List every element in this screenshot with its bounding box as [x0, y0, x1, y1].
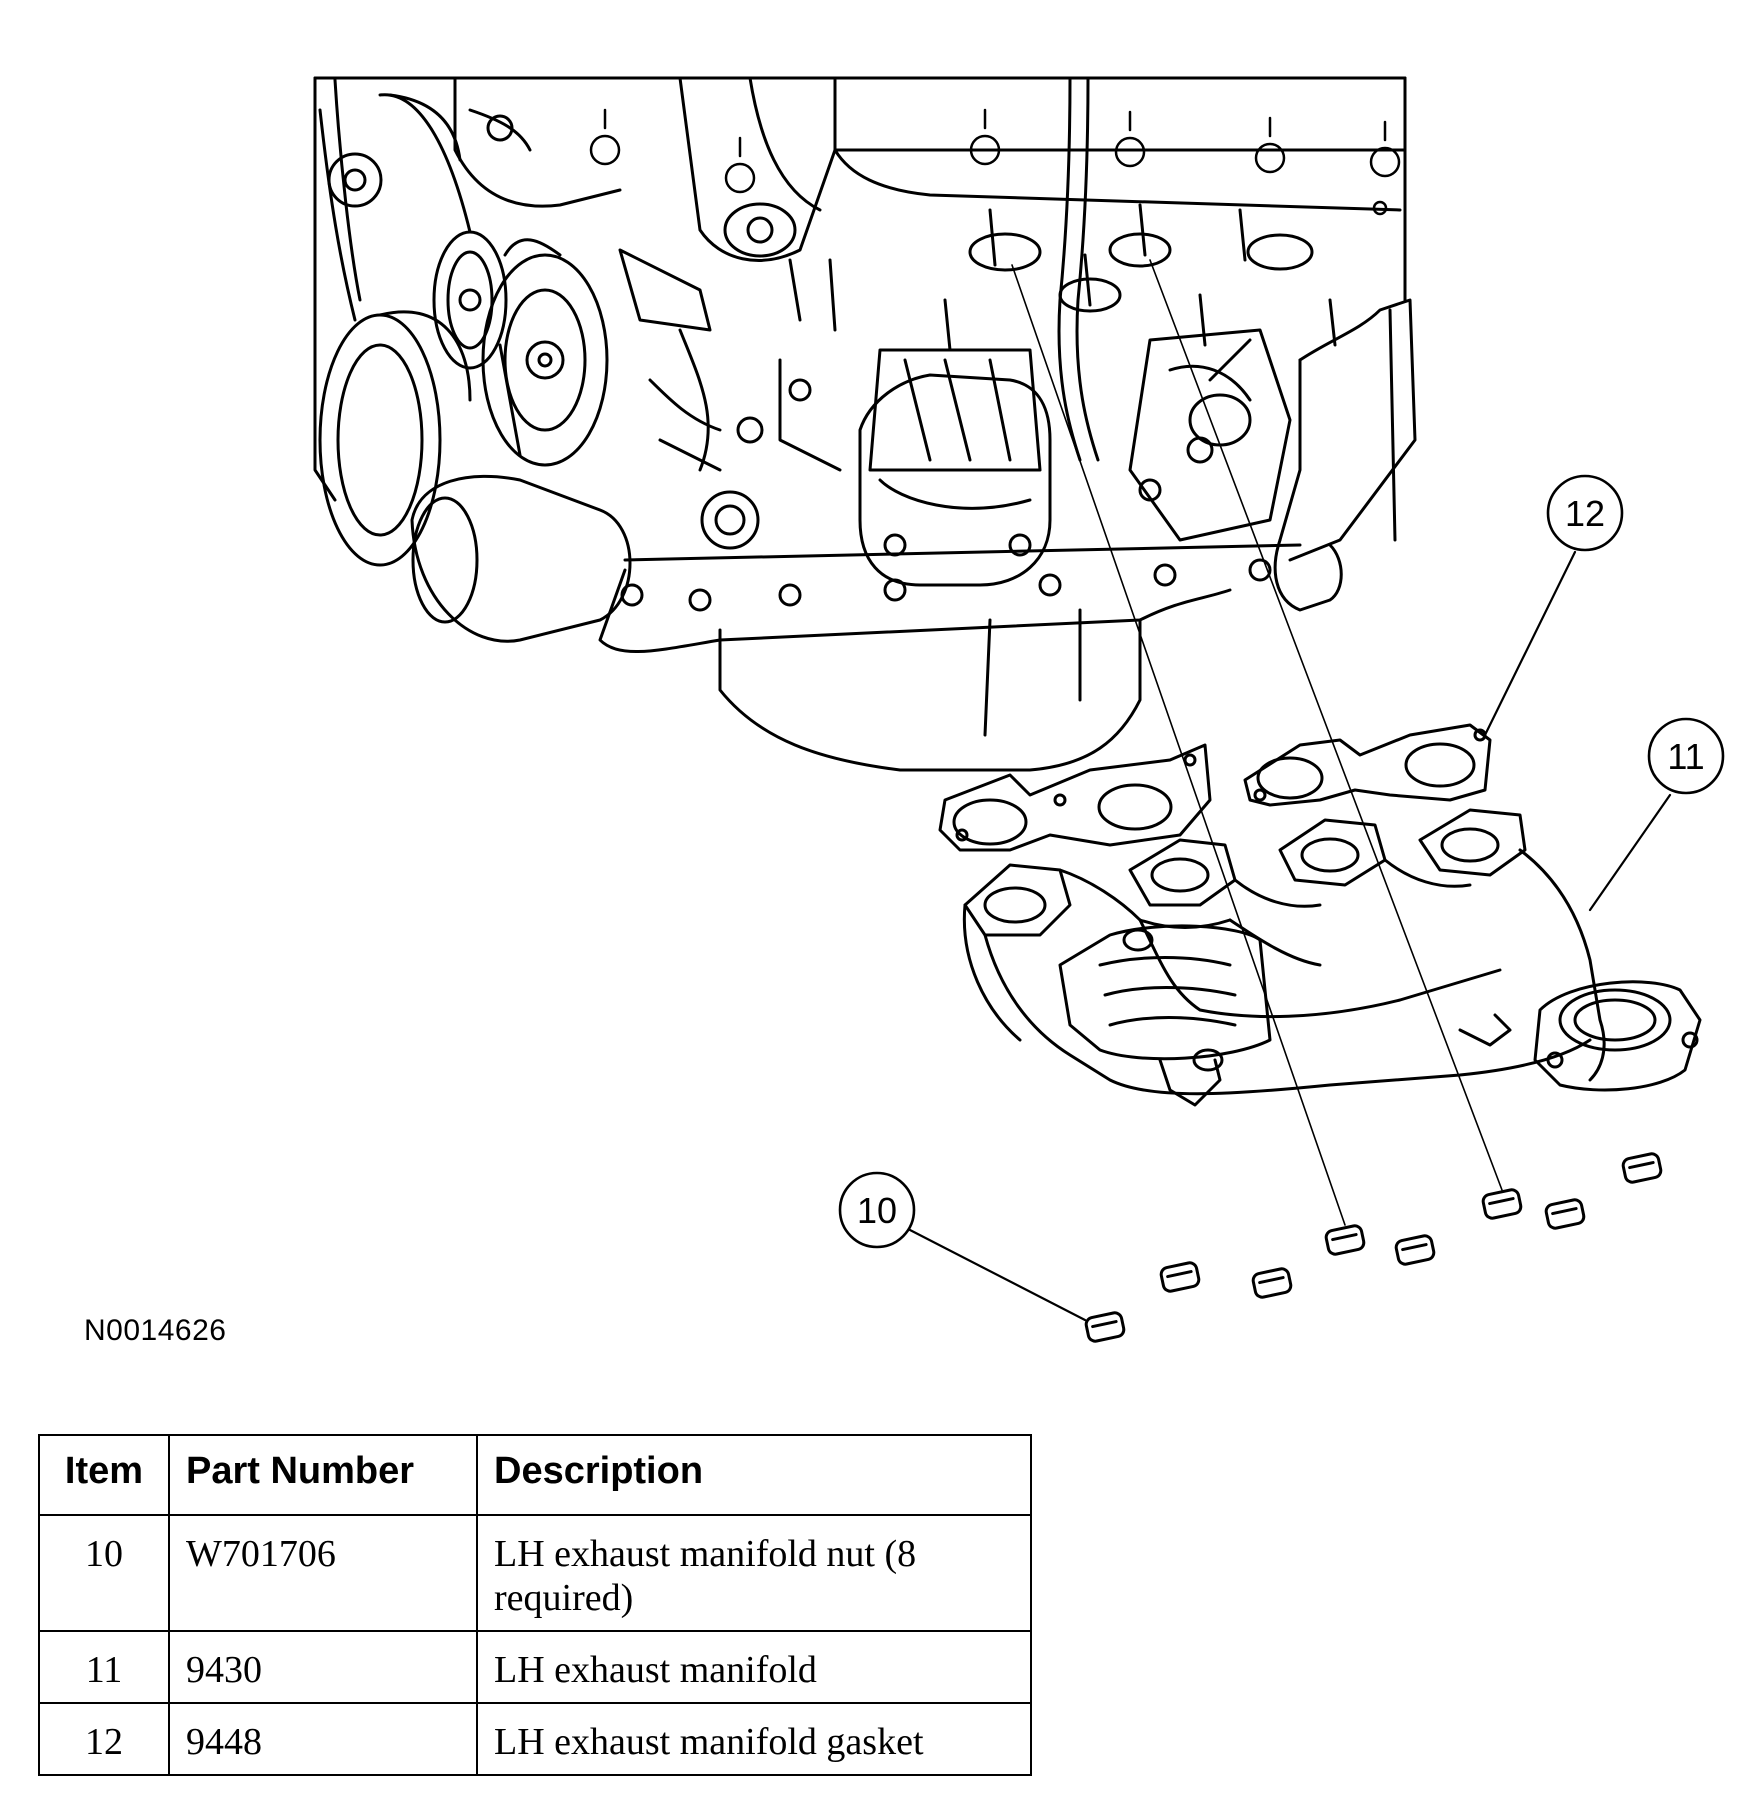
table-row: 12 9448 LH exhaust manifold gasket	[38, 1702, 1032, 1776]
callout-10-label: 10	[857, 1190, 897, 1231]
engine-block-drawing	[313, 76, 1417, 772]
table-row: 10 W701706 LH exhaust manifold nut (8 re…	[38, 1514, 1032, 1632]
callout-leaders	[908, 550, 1672, 1322]
table-header-row: Item Part Number Description	[38, 1434, 1032, 1516]
manifold-gasket-drawing	[938, 723, 1492, 852]
figure-id: N0014626	[84, 1314, 227, 1347]
table-row: 11 9430 LH exhaust manifold	[38, 1630, 1032, 1704]
callout-10	[838, 1171, 916, 1249]
part-number-cell: W701706	[168, 1514, 478, 1632]
callout-11-label: 11	[1667, 736, 1704, 777]
parts-table: Item Part Number Description 10 W701706 …	[38, 1434, 1032, 1776]
engine-exploded-view-illustration: 10 11 12	[313, 76, 1725, 1343]
callout-12-label: 12	[1565, 493, 1605, 534]
manifold-nuts-drawing	[1084, 1152, 1663, 1343]
item-cell: 11	[38, 1630, 170, 1704]
part-number-cell: 9448	[168, 1702, 478, 1776]
description-cell: LH exhaust manifold nut (8 required)	[476, 1514, 1032, 1632]
description-cell: LH exhaust manifold	[476, 1630, 1032, 1704]
callout-12	[1546, 474, 1624, 552]
alignment-lines	[1011, 259, 1503, 1226]
callout-11	[1647, 717, 1725, 795]
column-header-description: Description	[476, 1434, 1032, 1516]
item-cell: 10	[38, 1514, 170, 1632]
part-number-cell: 9430	[168, 1630, 478, 1704]
column-header-part-number: Part Number	[168, 1434, 478, 1516]
description-cell: LH exhaust manifold gasket	[476, 1702, 1032, 1776]
exhaust-manifold-drawing	[962, 808, 1702, 1107]
item-cell: 12	[38, 1702, 170, 1776]
column-header-item: Item	[38, 1434, 170, 1516]
